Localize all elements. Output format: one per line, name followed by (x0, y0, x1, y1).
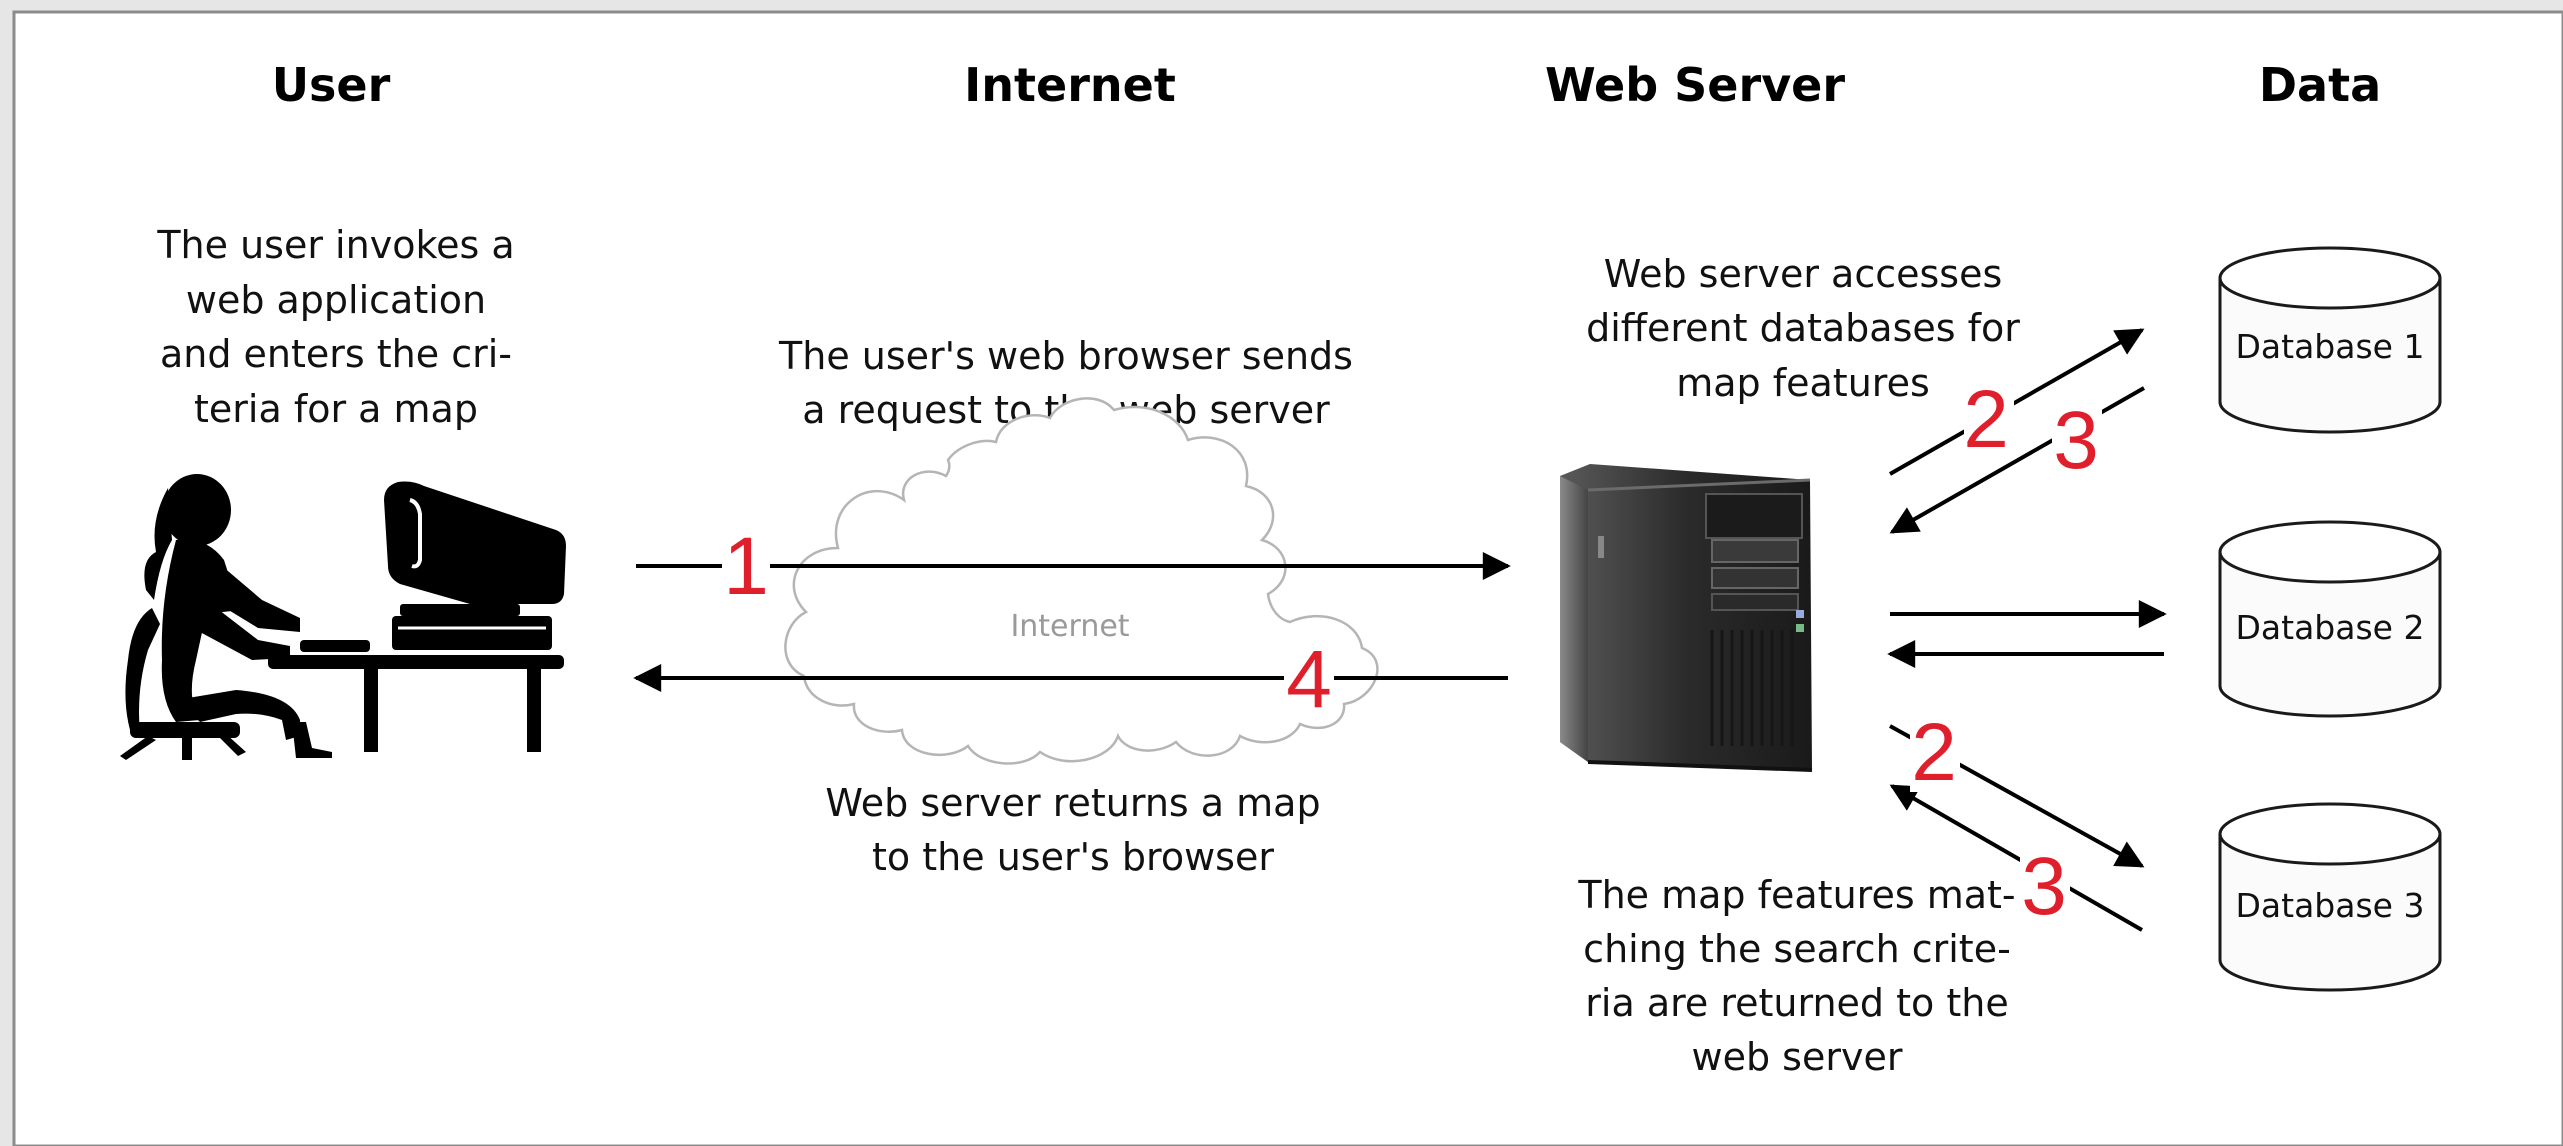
column-title-web-server: Web Server (1545, 58, 1845, 112)
features-returned-caption-line: ria are returned to the (1585, 981, 2008, 1025)
database-1: Database 1 (2218, 246, 2442, 434)
step-number-2-top: 2 (1963, 374, 2009, 465)
step-number-3-bottom: 3 (2021, 841, 2067, 932)
return-caption-line: Web server returns a map (825, 781, 1320, 825)
response-arrow-db3 (1889, 784, 2143, 932)
features-returned-caption-line: ching the search crite- (1583, 927, 2011, 971)
database-label: Database 1 (2236, 327, 2425, 366)
server-access-caption-line: map features (1676, 361, 1930, 405)
column-title-internet: Internet (964, 58, 1176, 112)
features-returned-caption: The map features mat- ching the search c… (1577, 873, 2015, 1079)
column-title-data: Data (2259, 58, 2381, 112)
user-caption-line: teria for a map (194, 387, 478, 431)
features-returned-caption-line: web server (1692, 1035, 1903, 1079)
server-access-caption-line: Web server accesses (1604, 252, 2003, 296)
user-caption-line: and enters the cri- (160, 332, 512, 376)
return-caption: Web server returns a map to the user's b… (825, 781, 1320, 879)
step-number-3-top: 3 (2053, 395, 2099, 486)
database-label: Database 2 (2236, 608, 2425, 647)
step-number-2-bottom: 2 (1911, 707, 1957, 798)
database-2: Database 2 (2218, 520, 2442, 718)
user-caption-line: The user invokes a (156, 223, 514, 267)
step-numbers: 1 4 2 3 2 3 (722, 374, 2102, 932)
step-number-4: 4 (1286, 634, 1332, 725)
server-access-caption-line: different databases for (1586, 306, 2020, 350)
web-server-tower-icon (1560, 464, 1813, 772)
user-caption-line: web application (186, 278, 486, 322)
internet-cloud-icon: Internet (784, 397, 1379, 765)
request-caption-line: The user's web browser sends (778, 334, 1353, 378)
database-3: Database 3 (2218, 802, 2442, 992)
query-arrow-db1 (1889, 328, 2145, 476)
database-label: Database 3 (2236, 886, 2425, 925)
user-at-computer-icon (120, 474, 566, 760)
return-caption-line: to the user's browser (872, 835, 1274, 879)
user-caption: The user invokes a web application and e… (156, 223, 514, 431)
server-access-caption: Web server accesses different databases … (1586, 252, 2020, 405)
step-number-1: 1 (723, 521, 769, 612)
cloud-label: Internet (1010, 609, 1129, 644)
features-returned-caption-line: The map features mat- (1577, 873, 2015, 917)
column-title-user: User (272, 58, 391, 112)
